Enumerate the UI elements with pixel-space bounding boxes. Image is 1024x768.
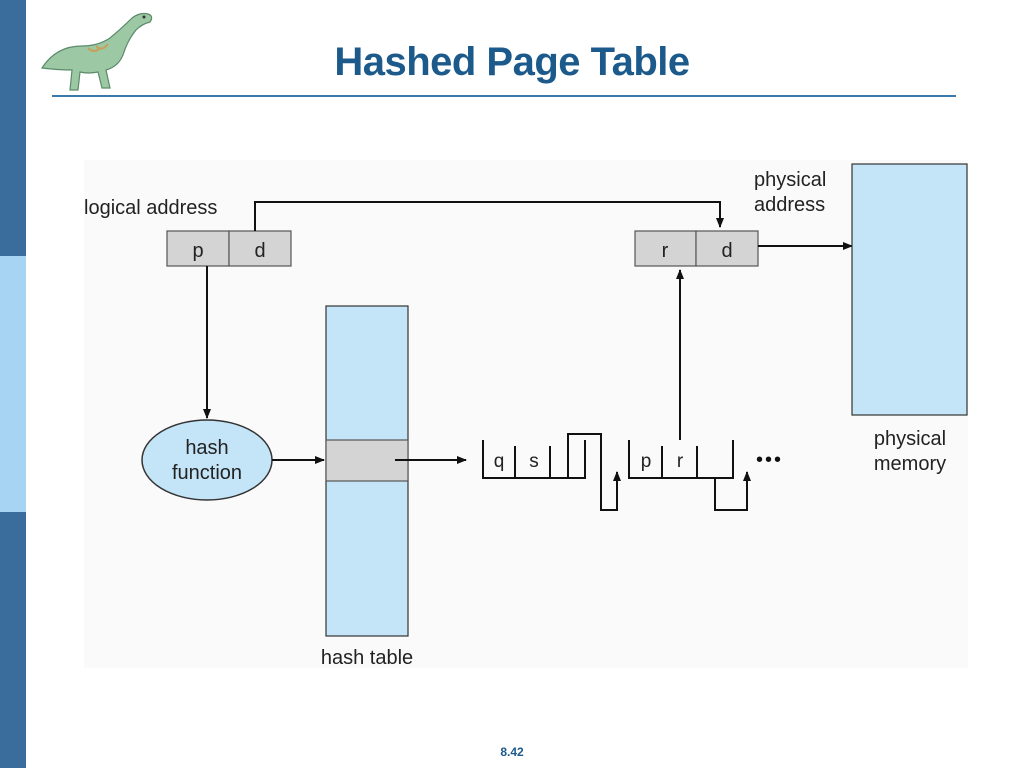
logical-field-p-label: p — [192, 240, 203, 262]
logical-field-p — [166, 230, 230, 267]
physical-memory-label-line1: physical — [874, 428, 946, 450]
hash-function-label-line2: function — [172, 462, 242, 484]
logical-field-d — [228, 230, 292, 267]
sidebar-segment-middle — [0, 256, 26, 512]
chain-ellipsis: ••• — [756, 449, 783, 471]
offset-d-arrow — [254, 201, 724, 231]
logical-address-label: logical address — [84, 197, 217, 219]
sidebar-segment-top — [0, 0, 26, 256]
chain-node-2-key: p — [641, 451, 652, 472]
chain-node-2-value: r — [677, 451, 684, 472]
physical-field-r-label: r — [662, 240, 669, 262]
sidebar-strip — [0, 0, 26, 768]
chain-node-2 — [628, 440, 748, 511]
title-divider — [52, 95, 956, 97]
physical-field-d — [695, 230, 759, 267]
physical-address-label-line1: physical — [754, 169, 826, 191]
chain-node-1 — [482, 433, 618, 511]
physical-address-label-line2: address — [754, 194, 825, 216]
hash-table-label: hash table — [321, 647, 413, 669]
physical-field-r — [634, 230, 697, 267]
sidebar-segment-bottom — [0, 512, 26, 768]
hash-table-selected-entry — [325, 439, 409, 482]
slide-title: Hashed Page Table — [334, 40, 690, 84]
chain-node-1-key: q — [494, 451, 505, 472]
hash-function-label-line1: hash — [185, 437, 228, 459]
hash-function-ellipse — [141, 419, 273, 501]
page-number: 8.42 — [500, 745, 524, 759]
dinosaur-logo-icon — [40, 12, 153, 91]
physical-field-d-label: d — [721, 240, 732, 262]
chain-node-1-value: s — [529, 451, 539, 472]
physical-memory-block — [851, 163, 968, 416]
physical-memory-label-line2: memory — [874, 453, 946, 475]
logical-field-d-label: d — [254, 240, 265, 262]
